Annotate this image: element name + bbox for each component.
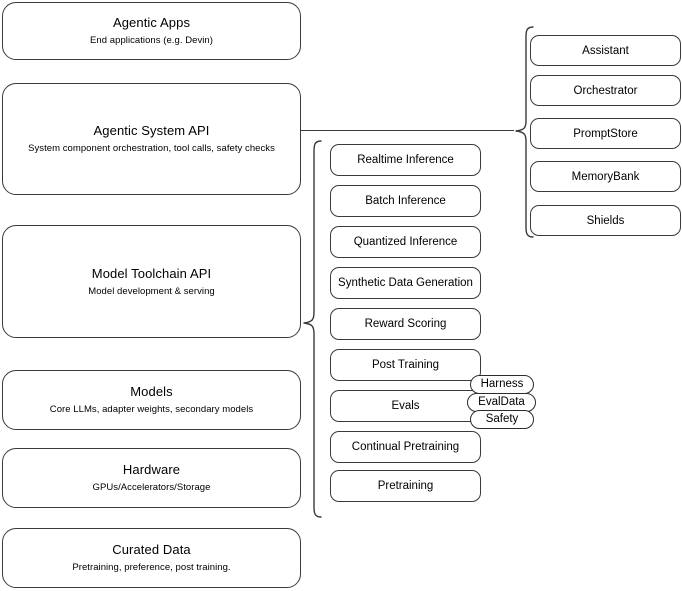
toolchain-box-continual-pretraining[interactable]: Continual Pretraining	[330, 431, 481, 463]
brace-system-components	[512, 26, 534, 238]
layer-box-models[interactable]: Models Core LLMs, adapter weights, secon…	[2, 370, 301, 430]
toolchain-box-reward-scoring[interactable]: Reward Scoring	[330, 308, 481, 340]
eval-badge-harness[interactable]: Harness	[470, 375, 534, 394]
toolchain-label: Realtime Inference	[357, 154, 454, 166]
toolchain-label: Post Training	[371, 359, 440, 371]
layer-box-agentic-system-api[interactable]: Agentic System API System component orch…	[2, 83, 301, 195]
layer-subtitle: Pretraining, preference, post training.	[72, 562, 231, 573]
layer-box-hardware[interactable]: Hardware GPUs/Accelerators/Storage	[2, 448, 301, 508]
system-box-shields[interactable]: Shields	[530, 205, 681, 236]
eval-badge-label: Safety	[485, 413, 519, 425]
connector-line-system-api	[301, 130, 514, 131]
toolchain-box-batch-inference[interactable]: Batch Inference	[330, 185, 481, 217]
layer-subtitle: End applications (e.g. Devin)	[90, 35, 213, 46]
system-box-orchestrator[interactable]: Orchestrator	[530, 75, 681, 106]
layer-subtitle: Model development & serving	[88, 285, 215, 297]
eval-badge-label: EvalData	[478, 396, 525, 408]
toolchain-label: Evals	[391, 400, 420, 412]
layer-subtitle: System component orchestration, tool cal…	[28, 143, 275, 154]
layer-box-agentic-apps[interactable]: Agentic Apps End applications (e.g. Devi…	[2, 2, 301, 60]
system-label: PromptStore	[573, 127, 638, 140]
toolchain-label: Continual Pretraining	[351, 441, 460, 453]
layer-title: Hardware	[122, 462, 181, 477]
layer-title: Agentic System API	[93, 123, 210, 138]
toolchain-box-evals[interactable]: Evals	[330, 390, 481, 422]
system-box-memorybank[interactable]: MemoryBank	[530, 161, 681, 192]
toolchain-label: Pretraining	[377, 480, 434, 492]
system-box-assistant[interactable]: Assistant	[530, 35, 681, 66]
system-label: Assistant	[582, 44, 629, 57]
toolchain-label: Reward Scoring	[364, 318, 447, 330]
system-label: Orchestrator	[573, 84, 638, 97]
layer-title: Agentic Apps	[112, 15, 191, 30]
eval-badge-label: Harness	[480, 378, 524, 390]
system-label: Shields	[586, 214, 625, 227]
toolchain-box-realtime-inference[interactable]: Realtime Inference	[330, 144, 481, 176]
layer-box-model-toolchain-api[interactable]: Model Toolchain API Model development & …	[2, 225, 301, 338]
layer-box-curated-data[interactable]: Curated Data Pretraining, preference, po…	[2, 528, 301, 588]
layer-title: Curated Data	[112, 542, 191, 557]
eval-badge-safety[interactable]: Safety	[470, 410, 534, 429]
toolchain-box-synthetic-data-generation[interactable]: Synthetic Data Generation	[330, 267, 481, 299]
toolchain-box-pretraining[interactable]: Pretraining	[330, 470, 481, 502]
layer-title: Model Toolchain API	[91, 265, 212, 281]
toolchain-label: Synthetic Data Generation	[338, 277, 473, 289]
layer-title: Models	[130, 384, 173, 399]
toolchain-label: Batch Inference	[365, 195, 446, 207]
system-box-promptstore[interactable]: PromptStore	[530, 118, 681, 149]
layer-subtitle: Core LLMs, adapter weights, secondary mo…	[49, 404, 254, 415]
system-label: MemoryBank	[571, 170, 640, 183]
layer-subtitle: GPUs/Accelerators/Storage	[92, 482, 211, 493]
toolchain-box-quantized-inference[interactable]: Quantized Inference	[330, 226, 481, 258]
toolchain-label: Quantized Inference	[353, 236, 458, 248]
toolchain-box-post-training[interactable]: Post Training	[330, 349, 481, 381]
brace-toolchain	[300, 140, 322, 518]
